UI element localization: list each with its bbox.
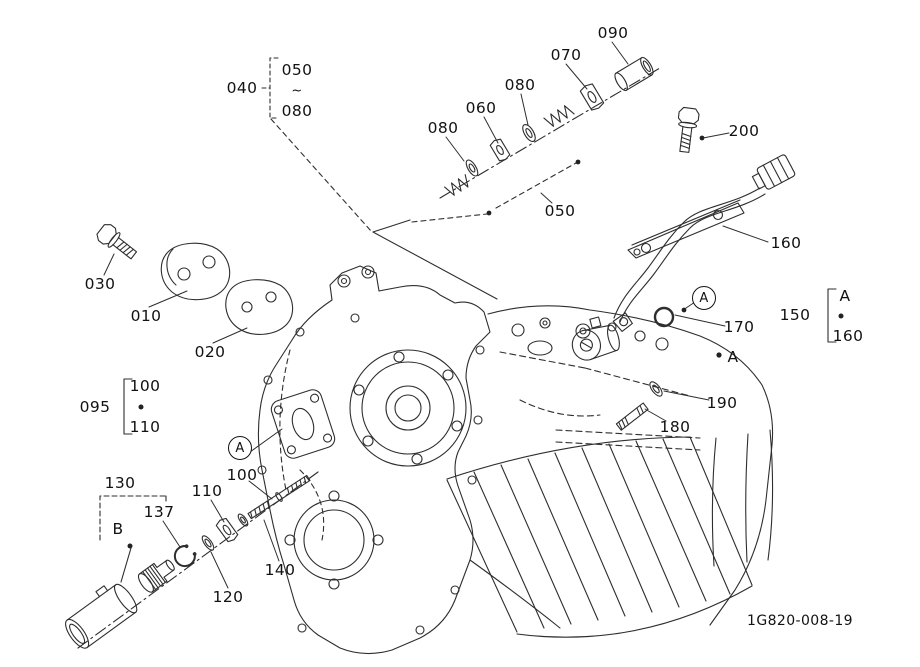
cover-plate-010 (160, 242, 231, 301)
governor-spring-set (270, 56, 661, 300)
callout-080-upper: 080 (504, 76, 536, 94)
callout-070: 070 (550, 46, 582, 64)
o-ring-170 (653, 306, 675, 328)
range-bracket-040 (261, 57, 279, 119)
washer-080-upper (522, 123, 536, 143)
washer-080-lower (465, 159, 479, 177)
drawing-number: 1G820-008-19 (747, 613, 853, 629)
callout-140: 140 (264, 561, 296, 579)
sleeve-B (65, 583, 138, 649)
callout-010: 010 (130, 307, 162, 325)
callout-a-marker: A (727, 348, 739, 366)
callout-150-a: A (839, 287, 851, 305)
washer-190 (649, 381, 663, 397)
callout-095-100: 100 (129, 377, 161, 395)
spring-small (444, 174, 469, 196)
callout-110: 110 (191, 482, 223, 500)
b-marker-dot (127, 543, 133, 549)
callout-095-110: 110 (129, 418, 161, 436)
callout-050-group: 050 (544, 202, 576, 220)
cooling-fins (446, 436, 753, 638)
bushing-090 (614, 56, 654, 92)
bracket-130-dashed (99, 495, 167, 541)
bolt-030 (96, 224, 138, 260)
snap-ring-137 (173, 544, 197, 568)
callout-130: 130 (104, 474, 136, 492)
callout-137: 137 (143, 503, 175, 521)
gasket-020 (225, 279, 294, 335)
plug-130 (137, 559, 175, 593)
stud-180 (615, 402, 649, 431)
connector (751, 154, 796, 190)
sender-unit (571, 312, 633, 361)
callout-160: 160 (770, 234, 802, 252)
range-bracket-150 (827, 288, 844, 343)
view-a-circle-left: A (228, 436, 252, 460)
callout-180: 180 (659, 418, 691, 436)
stud-140-100 (247, 474, 311, 520)
callout-b: B (112, 520, 124, 538)
view-a-circle-right: A (692, 286, 716, 310)
callout-200: 200 (728, 122, 760, 140)
callout-range-tilde: ~ (291, 83, 303, 99)
callout-095: 095 (79, 398, 111, 416)
callout-100: 100 (226, 466, 258, 484)
spring-large (543, 105, 575, 127)
callout-170: 170 (723, 318, 755, 336)
engine-gear-case (257, 265, 491, 655)
callout-040: 040 (226, 79, 258, 97)
callout-050-range-top: 050 (281, 61, 313, 79)
callout-030: 030 (84, 275, 116, 293)
collar-washer (237, 513, 249, 527)
callout-120: 120 (212, 588, 244, 606)
crankcase-body (446, 305, 774, 638)
sensor-assembly (571, 106, 796, 431)
callout-190: 190 (706, 394, 738, 412)
callout-060: 060 (465, 99, 497, 117)
bracket-160 (627, 199, 745, 259)
callout-020: 020 (194, 343, 226, 361)
callout-080-range-bottom: 080 (281, 102, 313, 120)
lead-wire (613, 187, 761, 319)
stud-assembly (65, 471, 319, 649)
washer-120 (201, 535, 215, 551)
callout-080-lower: 080 (427, 119, 459, 137)
nut-060 (489, 138, 511, 162)
nut-070 (579, 83, 605, 111)
callout-150-160: 160 (832, 327, 864, 345)
leader-lines (103, 41, 769, 589)
callout-090: 090 (597, 24, 629, 42)
callout-150: 150 (779, 306, 811, 324)
range-bracket-095 (123, 378, 144, 435)
nut-110 (215, 517, 239, 543)
bolt-200 (677, 106, 700, 153)
